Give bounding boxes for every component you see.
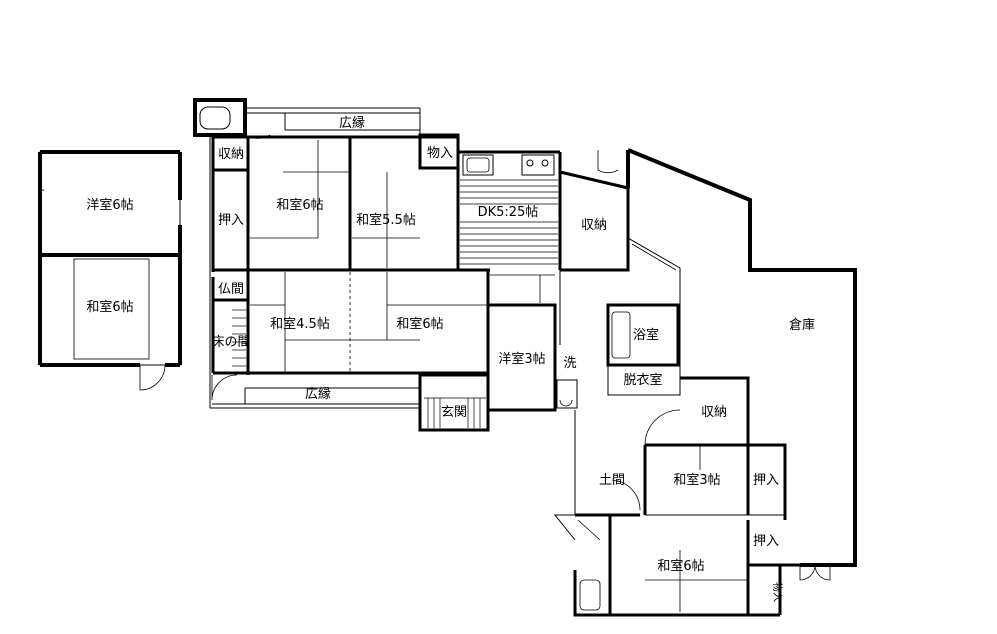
label-monoire-small: 物入 <box>771 582 784 602</box>
genkan-area <box>418 373 490 432</box>
dk-floorboards <box>460 179 558 265</box>
annex-outline <box>39 151 181 366</box>
label-oshiire-r2: 押入 <box>753 534 779 549</box>
kitchen-stove <box>521 154 555 176</box>
label-bath: 浴室 <box>633 327 659 343</box>
kitchen-sink <box>462 154 494 176</box>
label-annex-japanese: 和室6帖 <box>86 299 133 315</box>
label-dk: DK5:25帖 <box>478 205 539 220</box>
label-monoire-top: 物入 <box>427 146 453 161</box>
label-washitsu-6c: 和室6帖 <box>657 558 704 574</box>
label-washitsu-55: 和室5.5帖 <box>356 212 416 228</box>
label-doma: 土間 <box>599 473 625 488</box>
wash-basin <box>556 379 578 409</box>
label-oshiire-r1: 押入 <box>753 473 779 488</box>
label-oshiire-left: 押入 <box>218 213 244 228</box>
label-wash: 洗 <box>563 356 576 371</box>
label-western-3: 洋室3帖 <box>498 351 545 367</box>
label-butsuma: 仏間 <box>218 282 244 297</box>
label-storage-right: 収納 <box>701 405 727 420</box>
main-outer-walls <box>193 98 247 137</box>
label-hiroen-bottom: 広縁 <box>305 386 331 402</box>
annex-outer-walls <box>38 150 182 367</box>
label-genkan: 玄関 <box>441 405 467 420</box>
label-annex-western: 洋室6帖 <box>86 197 133 213</box>
label-dressing: 脱衣室 <box>623 372 662 388</box>
label-storage-mid: 収納 <box>581 218 607 233</box>
label-washitsu-6b: 和室6帖 <box>396 316 443 332</box>
label-hiroen-top: 広縁 <box>339 115 365 131</box>
label-toko: 床の間 <box>211 335 250 350</box>
label-washitsu-6: 和室6帖 <box>276 197 323 213</box>
label-washitsu-3: 和室3帖 <box>673 472 720 488</box>
label-washitsu-45: 和室4.5帖 <box>270 316 330 332</box>
label-storage-top-left: 収納 <box>218 147 244 162</box>
label-warehouse: 倉庫 <box>789 318 815 333</box>
